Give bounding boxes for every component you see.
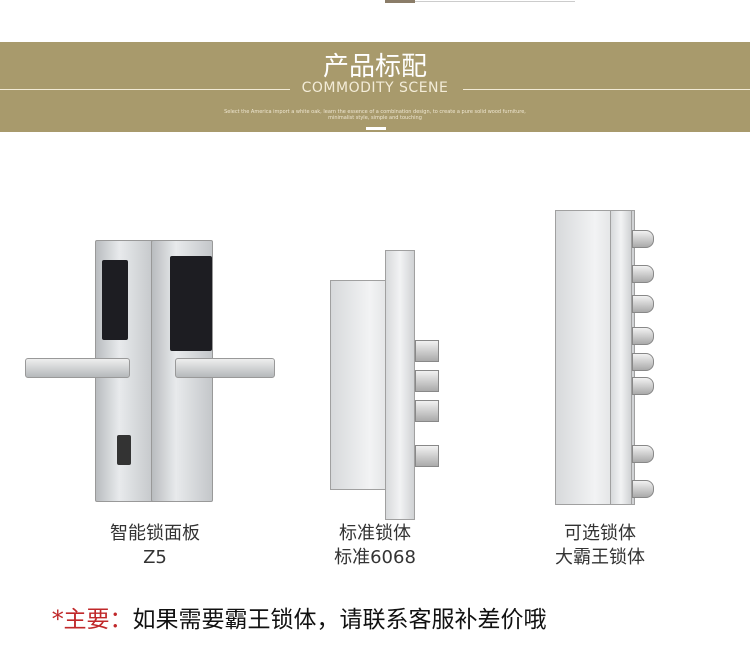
banner-accent-bar xyxy=(366,127,386,130)
caption-line1: 智能锁面板 xyxy=(110,523,200,544)
bolt xyxy=(632,377,654,395)
notice-body: 如果需要霸王锁体，请联系客服补差价哦 xyxy=(132,607,547,633)
banner-subtitle: COMMODITY SCENE xyxy=(301,80,449,96)
banner-description: Select the America import a white oak, l… xyxy=(224,109,526,121)
caption-line2: 标准6068 xyxy=(334,547,416,568)
bolt xyxy=(632,445,654,463)
product-caption: 可选锁体 大霸王锁体 xyxy=(505,522,695,570)
section-banner: 产品标配 COMMODITY SCENE Select the America … xyxy=(0,42,750,132)
handle-right xyxy=(175,358,275,378)
bolt xyxy=(632,295,654,313)
keypad xyxy=(170,256,212,351)
product-optional-lock-body: 可选锁体 大霸王锁体 xyxy=(510,205,700,568)
product-caption: 标准锁体 标准6068 xyxy=(290,522,460,570)
key-cylinder xyxy=(117,435,131,465)
bolt xyxy=(632,265,654,283)
lock-faceplate xyxy=(385,250,415,520)
top-divider xyxy=(415,1,575,2)
caption-line1: 标准锁体 xyxy=(339,523,411,544)
banner-title: 产品标配 xyxy=(322,52,427,82)
caption-line1: 可选锁体 xyxy=(564,523,636,544)
bolt xyxy=(415,370,439,392)
product-caption: 智能锁面板 Z5 xyxy=(20,522,290,570)
lock-screen xyxy=(102,260,128,340)
bolt xyxy=(415,400,439,422)
bolt xyxy=(632,230,654,248)
notice-prefix: *主要： xyxy=(52,607,133,633)
top-decoration xyxy=(385,0,415,3)
caption-line2: 大霸王锁体 xyxy=(555,547,645,568)
bolt xyxy=(632,353,654,371)
bolt xyxy=(632,327,654,345)
bolt xyxy=(415,340,439,362)
bolt xyxy=(632,480,654,498)
caption-line2: Z5 xyxy=(143,547,167,568)
banner-line-left xyxy=(0,89,290,90)
notice-text: *主要：如果需要霸王锁体，请联系客服补差价哦 xyxy=(52,600,547,634)
lock-faceplate xyxy=(610,210,632,505)
product-smart-lock-panel: 智能锁面板 Z5 xyxy=(20,230,290,568)
bolt xyxy=(415,445,439,467)
handle-left xyxy=(25,358,130,378)
product-standard-lock-body: 标准锁体 标准6068 xyxy=(290,230,460,568)
banner-line-right xyxy=(463,89,750,90)
